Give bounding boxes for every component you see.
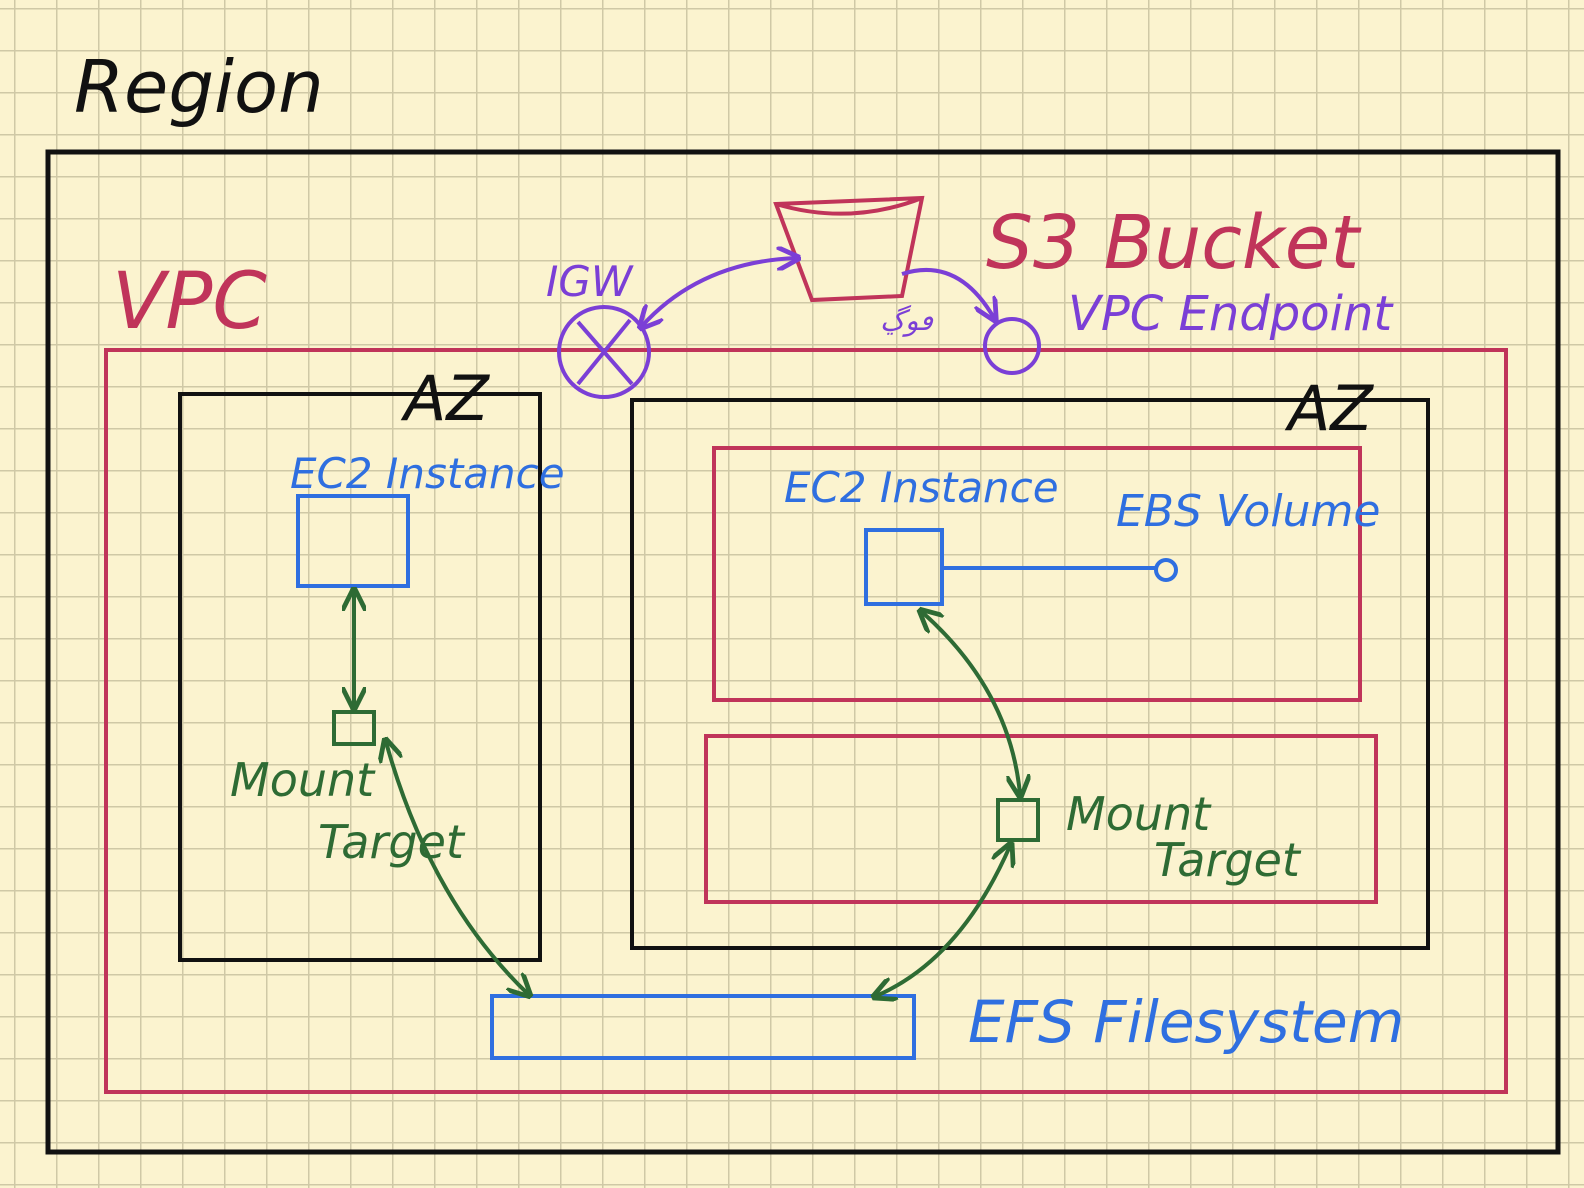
ec2-right-instance xyxy=(864,528,944,606)
az-right-label: AZ xyxy=(1284,372,1374,445)
mount-target-left-label-2: Target xyxy=(318,815,466,869)
s3-to-endpoint-arrow xyxy=(901,268,994,318)
efs-filesystem-box xyxy=(490,994,916,1060)
mount-left-to-efs-arrow xyxy=(386,742,528,994)
igw-cross-b xyxy=(576,318,632,386)
mount-target-right xyxy=(996,798,1040,842)
vpc-label: VPC xyxy=(112,257,267,347)
subnet-right-bottom xyxy=(704,734,1378,904)
region-box xyxy=(45,149,1561,1155)
az-left-box xyxy=(178,392,542,962)
ebs-volume-icon xyxy=(1154,558,1178,582)
mount-target-right-label-2: Target xyxy=(1154,833,1302,887)
vpc-box xyxy=(104,348,1508,1094)
mount-target-left-label-1: Mount xyxy=(230,753,376,807)
az-left-label: AZ xyxy=(400,362,490,435)
s3-bucket-label: S3 Bucket xyxy=(986,200,1362,286)
vpc-endpoint-label: VPC Endpoint xyxy=(1068,286,1394,342)
ebs-volume-label: EBS Volume xyxy=(1116,486,1380,537)
ec2-right-to-mount-arrow xyxy=(922,612,1020,794)
s3-bucket-icon xyxy=(773,195,925,303)
ec2-left-label: EC2 Instance xyxy=(290,449,565,498)
region-label: Region xyxy=(74,45,324,129)
endpoint-note: ڡوڲ xyxy=(880,304,934,337)
vpc-endpoint-icon xyxy=(983,317,1041,375)
subnet-right-top xyxy=(712,446,1362,702)
ec2-right-label: EC2 Instance xyxy=(784,463,1059,512)
mount-target-right-label-1: Mount xyxy=(1066,787,1212,841)
igw-icon xyxy=(557,305,651,399)
igw-label: IGW xyxy=(546,257,634,306)
ec2-left-instance xyxy=(296,494,410,588)
igw-to-s3-arrow xyxy=(642,258,796,326)
mount-right-to-efs-arrow xyxy=(876,846,1010,996)
mount-target-left xyxy=(332,710,376,746)
efs-filesystem-label: EFS Filesystem xyxy=(968,988,1404,1056)
az-right-box xyxy=(630,398,1430,950)
